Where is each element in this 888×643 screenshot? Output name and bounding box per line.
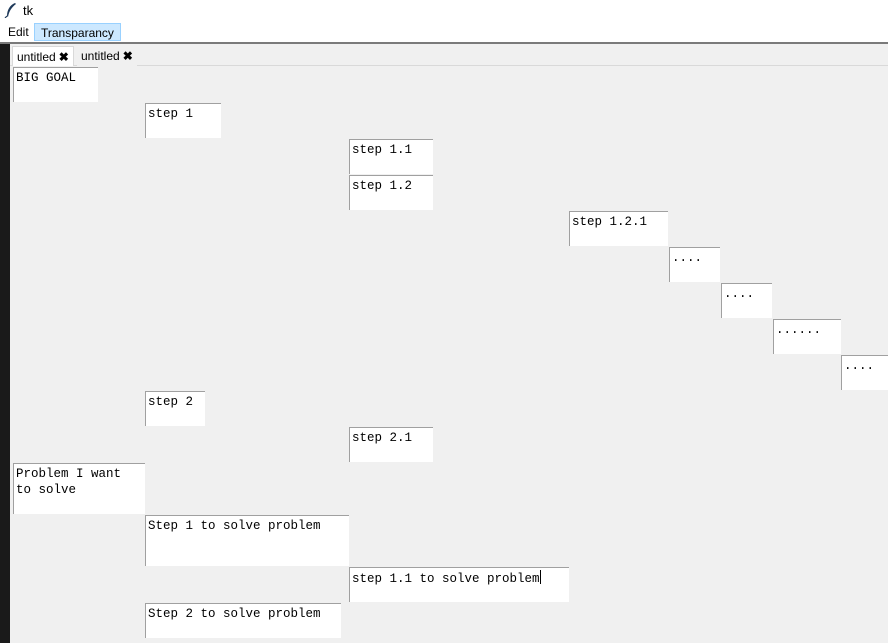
node-dots-3[interactable]: ......: [773, 319, 841, 354]
node-step-1[interactable]: step 1: [145, 103, 221, 138]
node-step-2[interactable]: step 2: [145, 391, 205, 426]
window-title: tk: [23, 3, 34, 18]
node-dots-2[interactable]: ....: [721, 283, 772, 318]
title-bar: tk: [0, 0, 888, 22]
menu-bar: Edit Transparancy: [0, 22, 888, 42]
menu-separator: [0, 42, 888, 44]
node-step-1-2-1[interactable]: step 1.2.1: [569, 211, 668, 246]
node-step-2-solve[interactable]: Step 2 to solve problem: [145, 603, 341, 638]
left-border: [0, 44, 10, 643]
tab-untitled-2[interactable]: untitled✖: [77, 46, 137, 66]
close-icon[interactable]: ✖: [122, 49, 133, 63]
node-step-1-1-solve[interactable]: step 1.1 to solve problem: [349, 567, 569, 602]
tab-label: untitled: [81, 49, 120, 63]
menu-transparancy[interactable]: Transparancy: [34, 23, 121, 41]
node-dots-4[interactable]: ....: [841, 355, 888, 390]
node-step-1-2[interactable]: step 1.2: [349, 175, 433, 210]
tab-strip: untitled✖ untitled✖: [10, 44, 888, 66]
node-step-2-1[interactable]: step 2.1: [349, 427, 433, 462]
node-text: step 1.1 to solve problem: [352, 572, 540, 586]
node-dots-1[interactable]: ....: [669, 247, 720, 282]
mindmap-canvas[interactable]: BIG GOAL step 1 step 1.1 step 1.2 step 1…: [10, 66, 888, 643]
menu-edit[interactable]: Edit: [8, 25, 29, 39]
close-icon[interactable]: ✖: [58, 50, 69, 64]
node-big-goal[interactable]: BIG GOAL: [13, 67, 98, 102]
tab-label: untitled: [17, 50, 56, 64]
node-step-1-1[interactable]: step 1.1: [349, 139, 433, 174]
text-cursor: [539, 570, 541, 584]
node-problem[interactable]: Problem I want to solve: [13, 463, 145, 514]
tab-untitled-1[interactable]: untitled✖: [12, 46, 74, 66]
feather-icon: [4, 3, 16, 18]
node-step-1-solve[interactable]: Step 1 to solve problem: [145, 515, 349, 566]
